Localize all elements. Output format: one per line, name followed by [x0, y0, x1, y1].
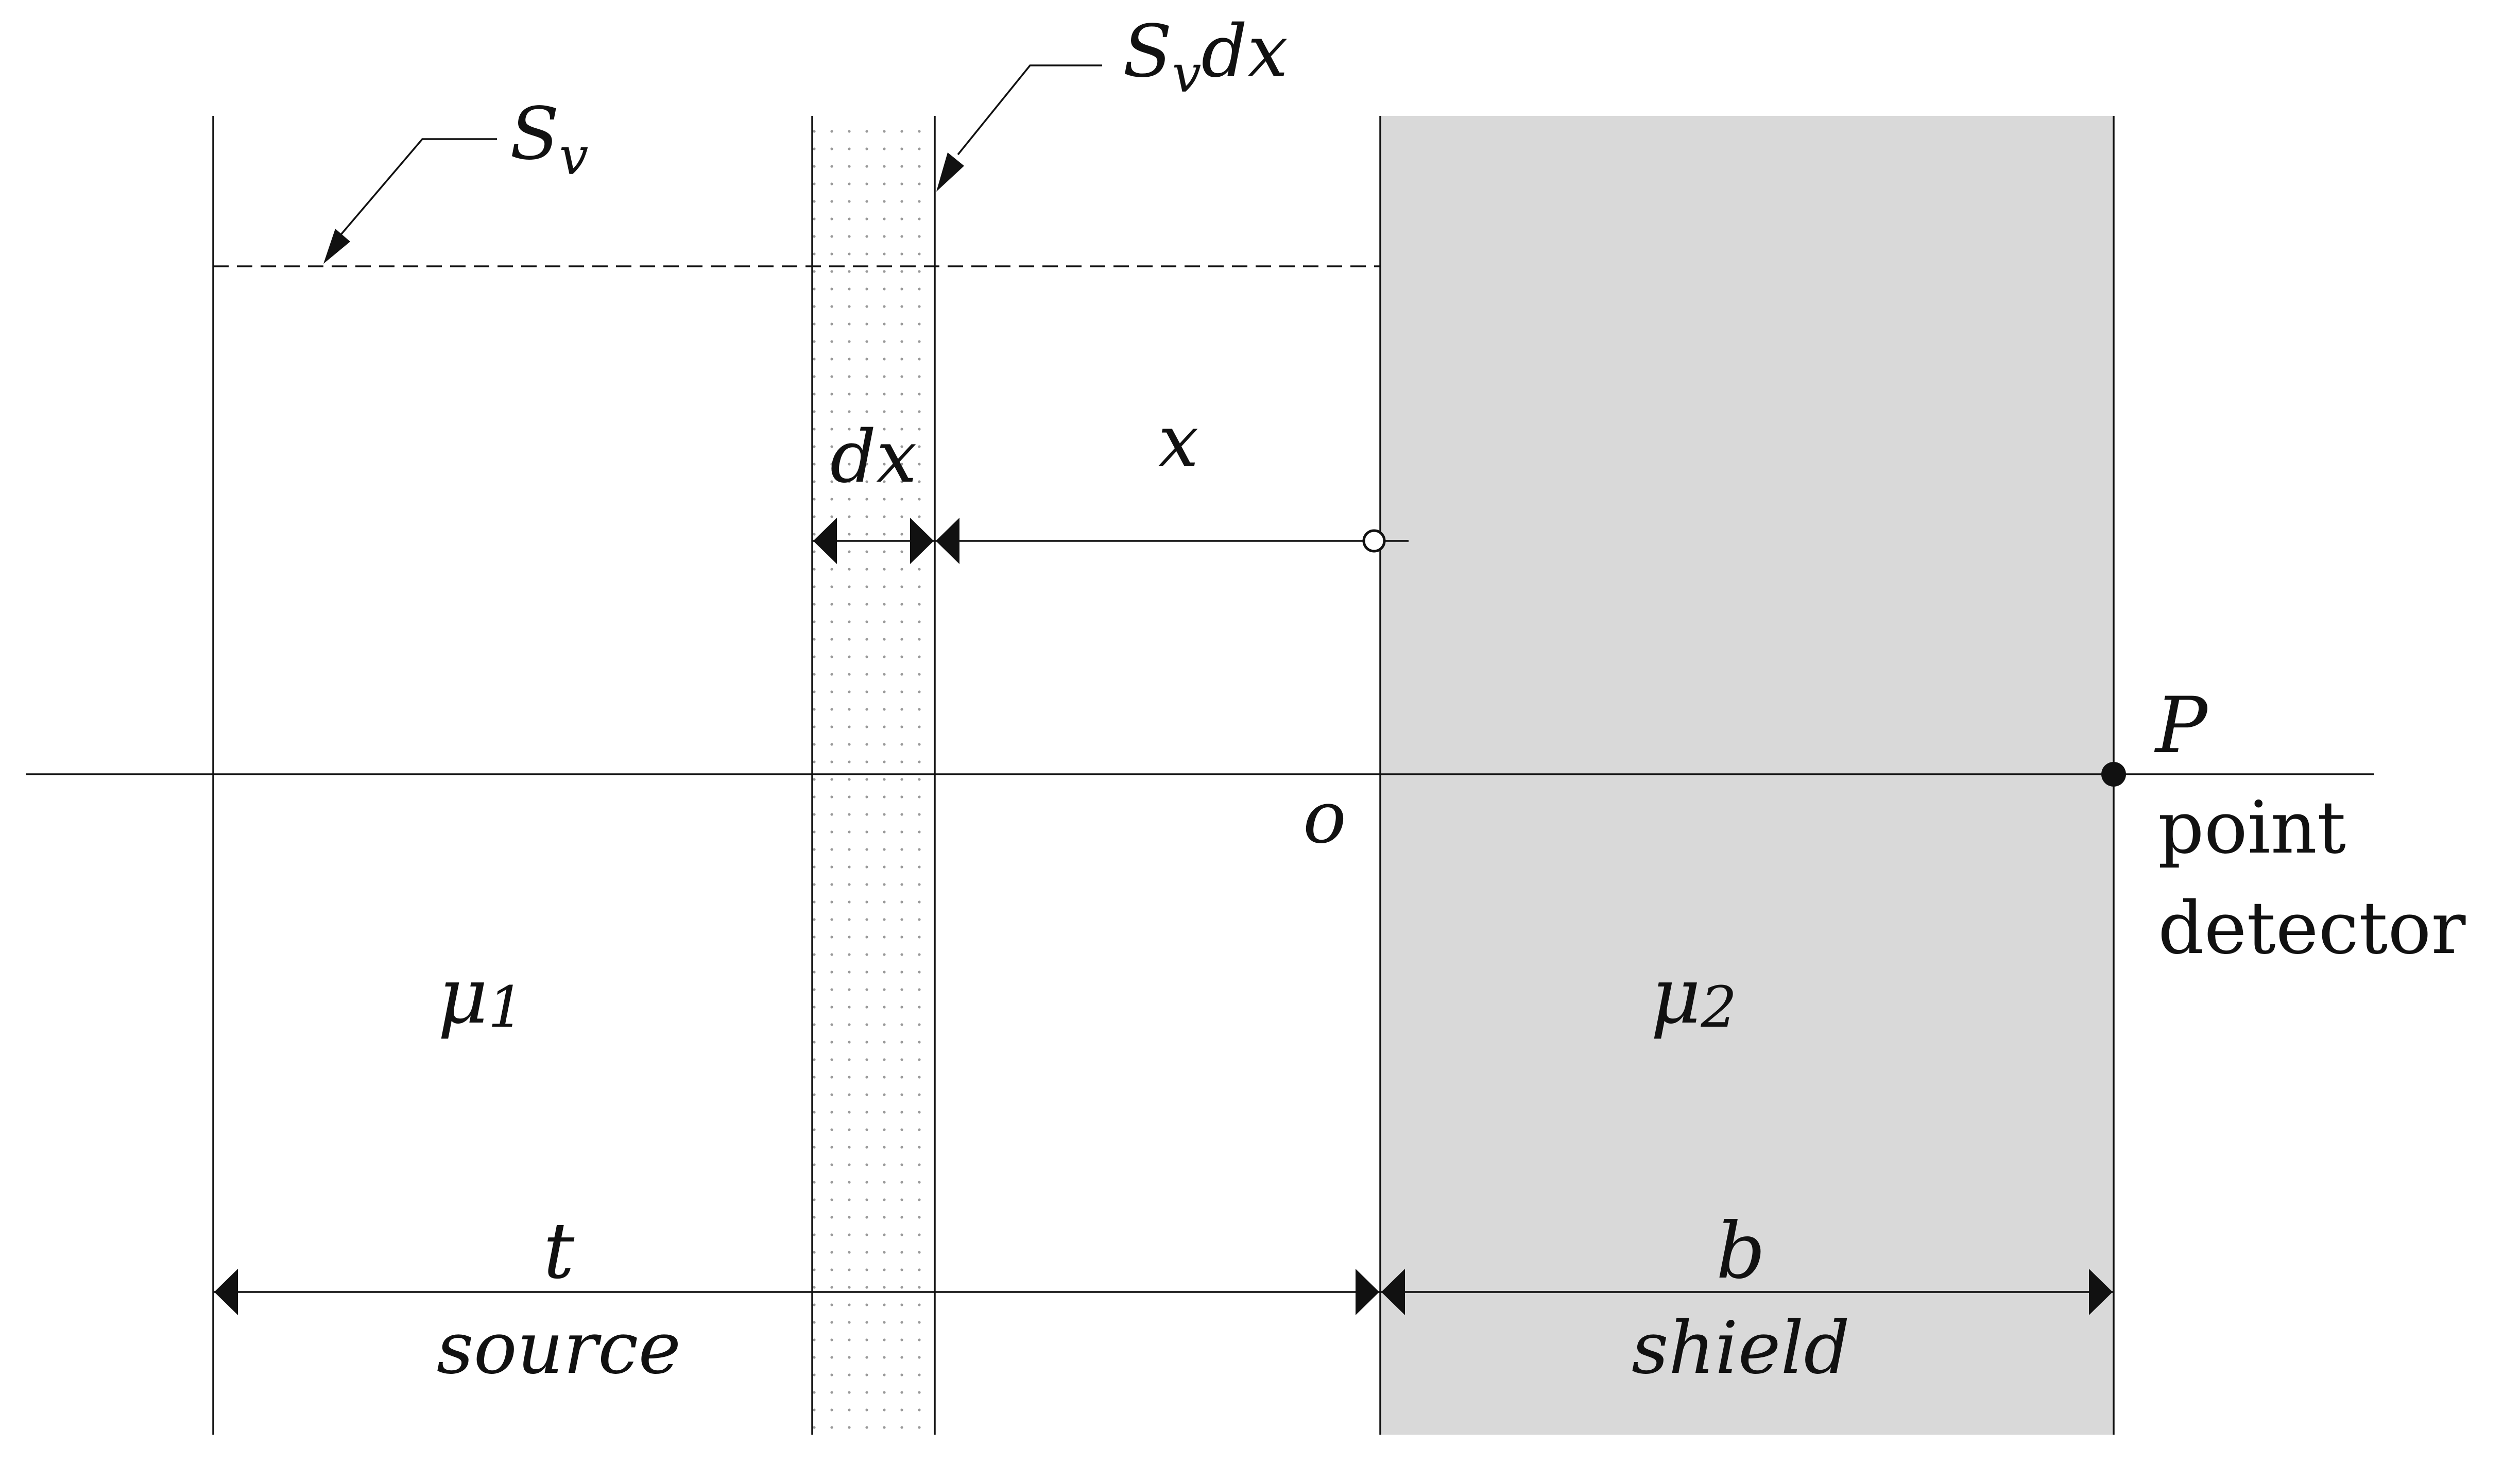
detector-point-marker — [2101, 762, 2126, 787]
slab-source-arrowhead — [936, 152, 964, 192]
origin-label: o — [1303, 776, 1346, 860]
source-density-leader — [338, 138, 497, 238]
shield-region — [1380, 116, 2114, 1435]
shield-attenuation-label: μ2 — [1651, 951, 1737, 1041]
reference-point-marker — [1362, 529, 1386, 553]
shield-thickness-label: b — [1716, 1206, 1765, 1296]
source-density-label: Sv — [510, 92, 588, 186]
slab-source-label: Svdx — [1123, 10, 1288, 104]
shield-dim-arrow-right — [2089, 1269, 2113, 1315]
distance-dim-arrow-left — [936, 518, 959, 564]
source-thickness-label: t — [543, 1206, 575, 1296]
source-density-arrowhead — [323, 229, 350, 264]
source-attenuation-label: μ1 — [438, 951, 524, 1041]
source-dim-arrow-right — [1356, 1269, 1379, 1315]
slab-source-leader — [957, 64, 1102, 156]
slab-dx-region — [812, 116, 935, 1435]
slab-dim-arrow-left — [813, 518, 837, 564]
source-dim-arrow-left — [214, 1269, 238, 1315]
shield-caption: shield — [1632, 1306, 1850, 1390]
distance-label: x — [1158, 400, 1199, 484]
slab-dim-arrow-right — [910, 518, 934, 564]
shield-dim-arrow-left — [1381, 1269, 1405, 1315]
detector-caption-line1: point — [2158, 786, 2346, 870]
slab-thickness-label: dx — [830, 415, 917, 499]
detector-point-label: P — [2154, 681, 2209, 771]
source-caption: source — [437, 1306, 681, 1390]
detector-caption-line2: detector — [2158, 887, 2466, 971]
